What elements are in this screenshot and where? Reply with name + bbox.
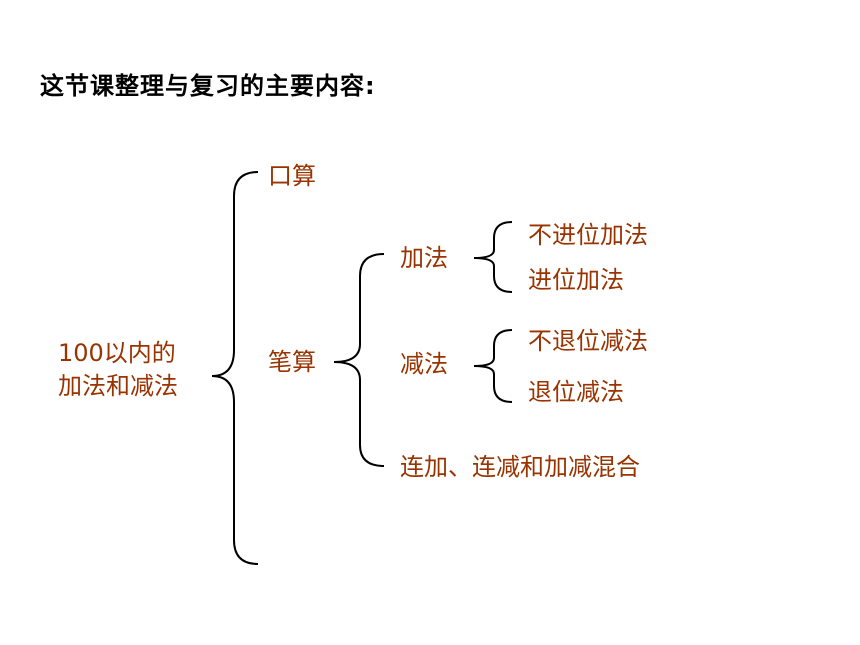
leaf-addition-carry: 进位加法 bbox=[528, 266, 624, 294]
root-node: 100以内的 加法和减法 bbox=[58, 337, 178, 403]
node-written: 笔算 bbox=[268, 348, 316, 376]
root-line-2: 加法和减法 bbox=[58, 372, 178, 400]
slide-heading: 这节课整理与复习的主要内容: bbox=[40, 72, 376, 100]
node-subtraction: 减法 bbox=[400, 350, 448, 378]
written-brace bbox=[333, 253, 385, 467]
root-brace bbox=[211, 171, 259, 565]
root-line-1: 100以内的 bbox=[58, 339, 176, 367]
subtraction-brace bbox=[473, 329, 513, 403]
leaf-subtraction-no-borrow: 不退位减法 bbox=[528, 327, 648, 355]
leaf-addition-no-carry: 不进位加法 bbox=[528, 221, 648, 249]
leaf-subtraction-borrow: 退位减法 bbox=[528, 378, 624, 406]
addition-brace bbox=[473, 221, 513, 293]
node-mixed: 连加、连减和加减混合 bbox=[400, 453, 640, 481]
node-addition: 加法 bbox=[400, 244, 448, 272]
node-mental: 口算 bbox=[268, 162, 316, 190]
